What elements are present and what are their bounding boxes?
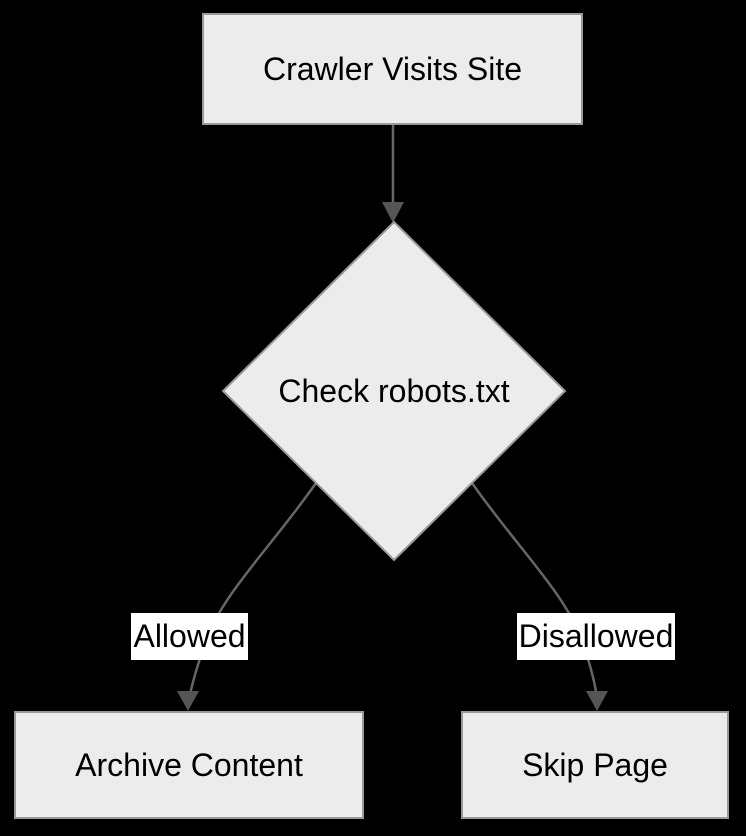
arrowhead-crawler-to-check <box>382 202 404 223</box>
check-decision-diamond-shape <box>221 220 567 562</box>
edge-check-to-skip <box>470 482 599 701</box>
crawler-node-shape <box>202 13 583 125</box>
edge-check-to-archive <box>187 482 318 701</box>
arrowhead-check-to-archive <box>177 691 199 711</box>
arrowhead-check-to-skip <box>586 691 608 711</box>
archive-node-shape <box>14 711 364 819</box>
edge-label-allowed: Allowed <box>131 613 248 660</box>
skip-node-shape <box>461 711 729 819</box>
edge-label-disallowed: Disallowed <box>517 613 675 660</box>
